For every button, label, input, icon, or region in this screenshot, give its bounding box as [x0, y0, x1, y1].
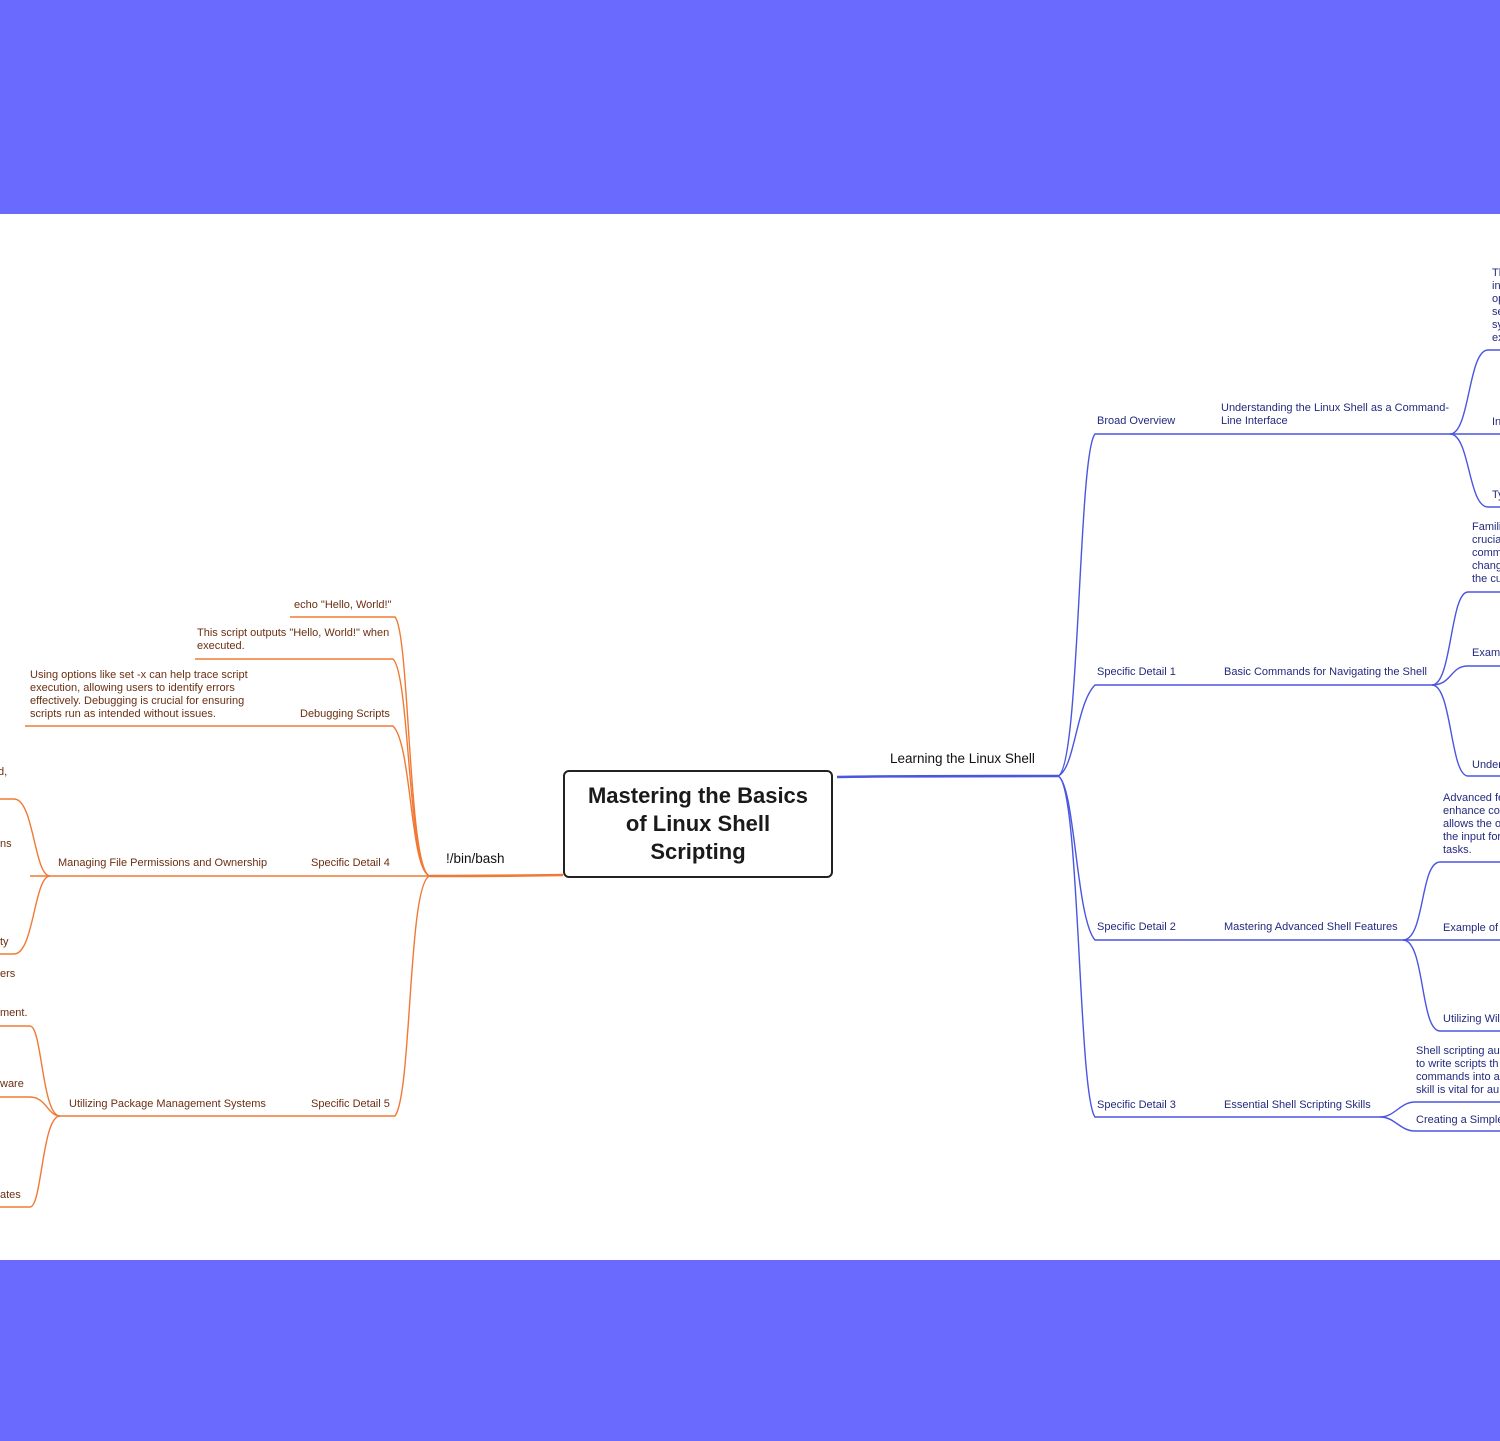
node-cut-left-2[interactable]: ns — [0, 838, 12, 850]
node-detail3-label[interactable]: Specific Detail 3 — [1097, 1099, 1176, 1111]
connector-d2-3 — [1402, 939, 1500, 1032]
connector-main-right — [836, 774, 1059, 779]
branch-learning[interactable]: Learning the Linux Shell — [890, 751, 1035, 766]
connector-d5-down — [0, 1115, 61, 1208]
node-detail4-title[interactable]: Managing File Permissions and Ownership — [58, 857, 268, 869]
connector-d1-1 — [1431, 591, 1500, 686]
mind-map-canvas: Mastering the Basics of Linux Shell Scri… — [0, 214, 1500, 1260]
node-detail5-title[interactable]: Utilizing Package Management Systems — [69, 1098, 266, 1110]
connector-detail3 — [1057, 775, 1380, 1118]
node-cut-left-4[interactable]: ers — [0, 968, 16, 980]
node-detail4-label[interactable]: Specific Detail 4 — [311, 857, 390, 869]
central-topic-title: Mastering the Basics of Linux Shell Scri… — [587, 783, 809, 864]
line: comm — [1472, 547, 1500, 559]
node-echo[interactable]: echo "Hello, World!" — [294, 599, 392, 611]
node-detail2-title[interactable]: Mastering Advanced Shell Features — [1224, 921, 1398, 933]
node-broad-title[interactable]: Understanding the Linux Shell as a Comma… — [1221, 402, 1450, 427]
node-cut-right-1[interactable]: Th in op se sy ex — [1492, 267, 1500, 345]
line: allows the o — [1443, 818, 1500, 830]
connector-d5-up — [0, 1025, 61, 1117]
node-cut-right-6[interactable]: Under — [1472, 759, 1500, 771]
branch-bash[interactable]: !/bin/bash — [446, 851, 505, 866]
node-broad-label[interactable]: Broad Overview — [1097, 415, 1176, 427]
line: se — [1492, 306, 1500, 318]
line: to write scripts th — [1416, 1058, 1499, 1070]
node-detail2-label[interactable]: Specific Detail 2 — [1097, 921, 1176, 933]
node-cut-right-2[interactable]: In — [1492, 416, 1500, 428]
connector-d1-2 — [1431, 665, 1500, 686]
connector-d2-1 — [1402, 861, 1500, 941]
node-detail1-label[interactable]: Specific Detail 1 — [1097, 666, 1176, 678]
node-cut-left-7[interactable]: ates — [0, 1189, 21, 1201]
connector-d5-mid — [0, 1096, 61, 1117]
node-cut-right-5[interactable]: Examp — [1472, 647, 1500, 659]
connector-d3-2 — [1379, 1116, 1500, 1132]
connector-main-left — [429, 873, 564, 878]
connector-d1-3 — [1431, 684, 1500, 777]
connector-detail2 — [1057, 775, 1403, 941]
connector-d3-1 — [1379, 1101, 1500, 1118]
connector-debugging — [25, 725, 431, 877]
line: ex — [1492, 332, 1500, 344]
line: Advanced fe — [1443, 792, 1500, 804]
node-debugging[interactable]: Debugging Scripts — [300, 708, 390, 720]
node-detail1-title[interactable]: Basic Commands for Navigating the Shell — [1224, 666, 1427, 678]
node-cut-right-9[interactable]: Utilizing Wilc — [1443, 1013, 1500, 1025]
node-cut-left-5[interactable]: ment. — [0, 1007, 28, 1019]
line: the cu — [1472, 573, 1500, 585]
node-cut-left-3[interactable]: ty — [0, 936, 9, 948]
line: Famili — [1472, 521, 1500, 533]
line: skill is vital for au — [1416, 1084, 1500, 1096]
node-cut-left-1[interactable]: d, — [0, 766, 8, 778]
node-cut-right-3[interactable]: Ty — [1492, 489, 1500, 501]
line: op — [1492, 293, 1500, 305]
node-script-output[interactable]: This script outputs "Hello, World!" when… — [197, 627, 390, 652]
line: Shell scripting aut — [1416, 1045, 1500, 1057]
connector-broad — [1057, 433, 1450, 777]
line: tasks. — [1443, 844, 1472, 856]
line: sy — [1492, 319, 1500, 331]
connector-script-output — [195, 658, 431, 877]
node-cut-left-6[interactable]: ware — [0, 1078, 24, 1090]
central-topic[interactable]: Mastering the Basics of Linux Shell Scri… — [563, 770, 833, 878]
connector-b-3 — [1449, 433, 1500, 508]
connector-lines — [0, 349, 1500, 1208]
node-detail3-title[interactable]: Essential Shell Scripting Skills — [1224, 1099, 1371, 1111]
line: crucia — [1472, 534, 1500, 546]
line: commands into a — [1416, 1071, 1500, 1083]
connector-echo — [290, 616, 431, 877]
connector-detail1 — [1057, 684, 1432, 777]
node-cut-right-7[interactable]: Advanced fe enhance cor allows the o the… — [1443, 792, 1500, 857]
connector-b-1 — [1449, 349, 1500, 435]
line: chang — [1472, 560, 1500, 572]
node-cut-right-11[interactable]: Creating a Simple — [1416, 1114, 1500, 1126]
line: Th — [1492, 267, 1500, 279]
node-cut-right-10[interactable]: Shell scripting aut to write scripts th … — [1416, 1045, 1500, 1097]
connector-d4-down — [0, 875, 51, 955]
node-debugging-text[interactable]: Using options like set -x can help trace… — [30, 669, 248, 720]
node-cut-right-4[interactable]: Famili crucia comm chang the cu — [1472, 521, 1500, 586]
line: the input for — [1443, 831, 1500, 843]
line: enhance cor — [1443, 805, 1500, 817]
line: in — [1492, 280, 1500, 292]
connector-d4-up — [0, 798, 51, 877]
node-cut-right-8[interactable]: Example of — [1443, 922, 1499, 934]
node-detail5-label[interactable]: Specific Detail 5 — [311, 1098, 390, 1110]
connector-detail5 — [60, 875, 431, 1117]
